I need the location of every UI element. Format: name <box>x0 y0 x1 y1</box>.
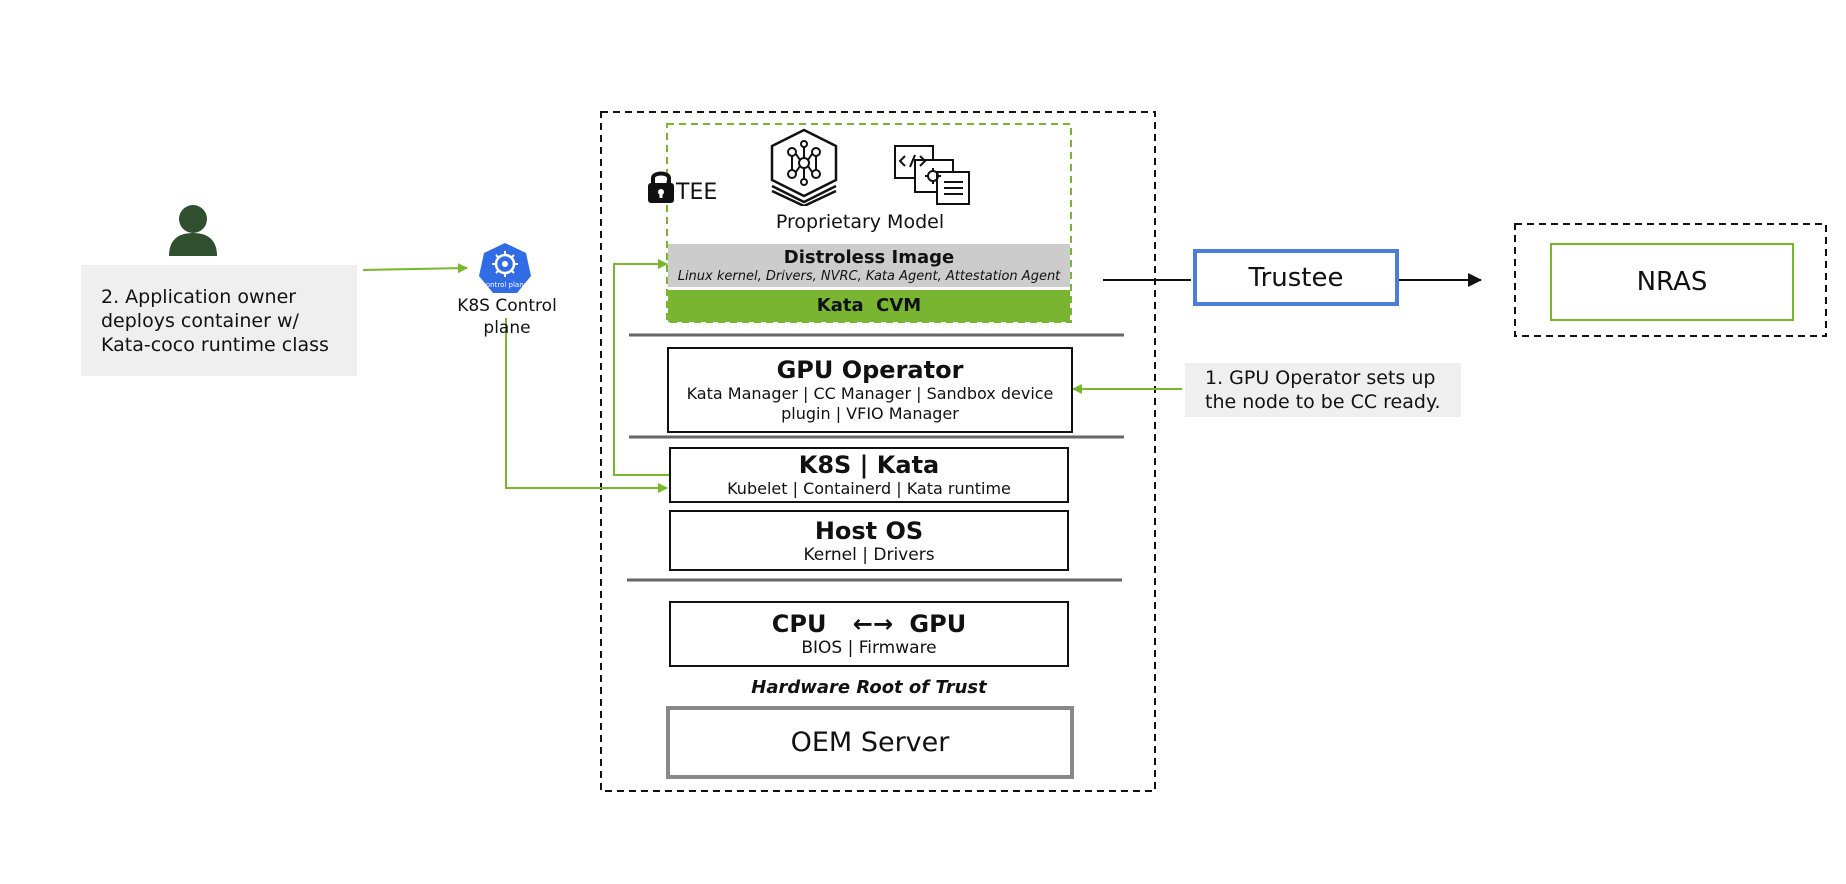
nras-box: NRAS <box>1550 243 1794 321</box>
host-os-box: Host OS Kernel | Drivers <box>669 510 1069 571</box>
cpu-label: CPU <box>771 610 827 638</box>
bidirectional-arrow-icon: ←→ <box>852 610 894 638</box>
cpu-gpu-box: CPU ←→ GPU BIOS | Firmware <box>669 601 1069 667</box>
note-line: 1. GPU Operator sets up <box>1205 367 1436 389</box>
gpu-operator-sub: Kata Manager | CC Manager | Sandbox devi… <box>686 384 1054 403</box>
code-documents-icon <box>894 145 970 205</box>
kata-cvm-label: Kata CVM <box>816 295 922 316</box>
k8s-icon-caption: control plane <box>482 280 528 289</box>
lock-icon <box>648 171 674 203</box>
oem-server-label: OEM Server <box>790 726 950 758</box>
distroless-title: Distroless Image <box>783 246 955 268</box>
cpu-gpu-sub: BIOS | Firmware <box>801 638 937 658</box>
note-line: 2. Application owner <box>101 286 297 308</box>
application-owner-note: 2. Application owner deploys container w… <box>81 265 357 376</box>
oem-server-box: OEM Server <box>666 706 1074 779</box>
hardware-root-of-trust-label: Hardware Root of Trust <box>751 677 987 698</box>
host-os-sub: Kernel | Drivers <box>803 544 935 565</box>
gpu-operator-box: GPU Operator Kata Manager | CC Manager |… <box>667 347 1073 433</box>
k8s-kata-box: K8S | Kata Kubelet | Containerd | Kata r… <box>669 447 1069 503</box>
gpu-operator-title: GPU Operator <box>776 356 964 384</box>
arrow-control-plane-to-k8s <box>505 318 668 493</box>
tee-boundary <box>666 123 1072 323</box>
nras-label: NRAS <box>1636 267 1708 297</box>
gpu-operator-note: 1. GPU Operator sets up the node to be C… <box>1185 363 1461 417</box>
arrow-k8s-to-distroless <box>613 259 669 476</box>
person-icon <box>169 205 217 256</box>
control-plane-label: K8S Control plane <box>457 296 557 338</box>
gpu-label: GPU <box>909 610 967 638</box>
k8s-kata-title: K8S | Kata <box>798 451 940 479</box>
kata-cvm-band: Kata CVM <box>668 290 1070 322</box>
model-icon <box>770 128 838 206</box>
node-boundary <box>600 111 1156 792</box>
distroless-subtitle: Linux kernel, Drivers, NVRC, Kata Agent,… <box>677 268 1061 284</box>
kubernetes-icon <box>479 243 531 293</box>
note-line: Kata-coco runtime class <box>101 334 329 356</box>
distroless-image-band: Distroless Image Linux kernel, Drivers, … <box>668 244 1070 287</box>
trustee-label: Trustee <box>1248 262 1344 293</box>
host-os-title: Host OS <box>814 516 924 545</box>
cpu-gpu-title: CPU ←→ GPU <box>772 610 966 638</box>
tee-label: TEE <box>676 180 718 205</box>
note-line: deploys container w/ <box>101 310 299 332</box>
proprietary-model-label: Proprietary Model <box>775 211 945 233</box>
nras-boundary <box>1514 223 1827 337</box>
arrow-user-to-control-plane <box>362 263 468 274</box>
k8s-kata-sub: Kubelet | Containerd | Kata runtime <box>727 479 1011 498</box>
trustee-box: Trustee <box>1193 249 1399 306</box>
gpu-operator-sub: plugin | VFIO Manager <box>781 404 959 423</box>
note-line: the node to be CC ready. <box>1205 391 1441 413</box>
